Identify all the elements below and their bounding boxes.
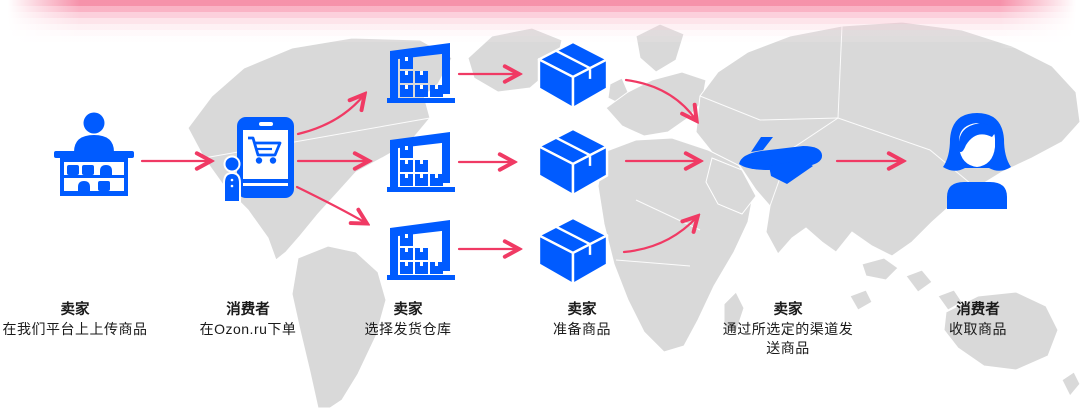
cart-glyph [248,136,282,157]
arrow-parcel-bottom-to-plane [622,217,697,254]
step-label-6: 消费者 收取商品 [898,301,1058,339]
step-desc: 选择发货仓库 [364,321,452,337]
continent-south-america [291,245,387,408]
step-actor: 卖家 [773,302,803,318]
warehouse-icon [387,220,455,280]
region-philippines [905,269,933,293]
parcel-box-icon [537,127,609,197]
parcel-box-icon [537,216,609,286]
step-desc: 在Ozon.ru下单 [199,321,297,337]
step-actor: 卖家 [567,302,597,318]
warehouse-icon [387,132,455,192]
step-actor: 卖家 [393,302,423,318]
region-sumatra [849,289,873,311]
step-label-3: 卖家 选择发货仓库 [328,301,488,339]
arrow-phone-to-warehouse-bottom [295,185,366,223]
smartphone-cart-icon [223,117,294,202]
step-desc: 收取商品 [949,321,1007,337]
region-madagascar [723,291,745,333]
warehouse-icon [387,43,455,103]
step-actor: 卖家 [60,302,90,318]
airplane-icon [739,137,823,184]
step-desc: 准备商品 [553,321,611,337]
step-label-4: 卖家 准备商品 [502,301,662,339]
step-actor: 消费者 [956,302,1000,318]
arrow-parcel-top-to-plane [624,78,696,120]
country-border [699,95,839,121]
region-new-guinea [937,289,963,311]
step-desc: 在我们平台上上传商品 [2,321,148,337]
step-label-2: 消费者 在Ozon.ru下单 [168,301,328,339]
continent-australia [943,291,1059,371]
region-arabia [705,157,757,215]
parcel-box-icon [537,40,609,110]
country-border [615,259,691,267]
country-border [837,117,977,189]
region-new-zealand [1061,371,1080,397]
step-actor: 消费者 [226,302,270,318]
step-label-5: 卖家 通过所选定的渠道发送商品 [722,301,854,358]
market-stall-icon [54,112,134,196]
region-indonesia [861,257,899,281]
step-desc: 通过所选定的渠道发送商品 [722,321,854,356]
woman-consumer-icon [943,113,1011,209]
step-label-1: 卖家 在我们平台上上传商品 [0,301,160,339]
arrow-phone-to-warehouse-top [296,95,364,136]
